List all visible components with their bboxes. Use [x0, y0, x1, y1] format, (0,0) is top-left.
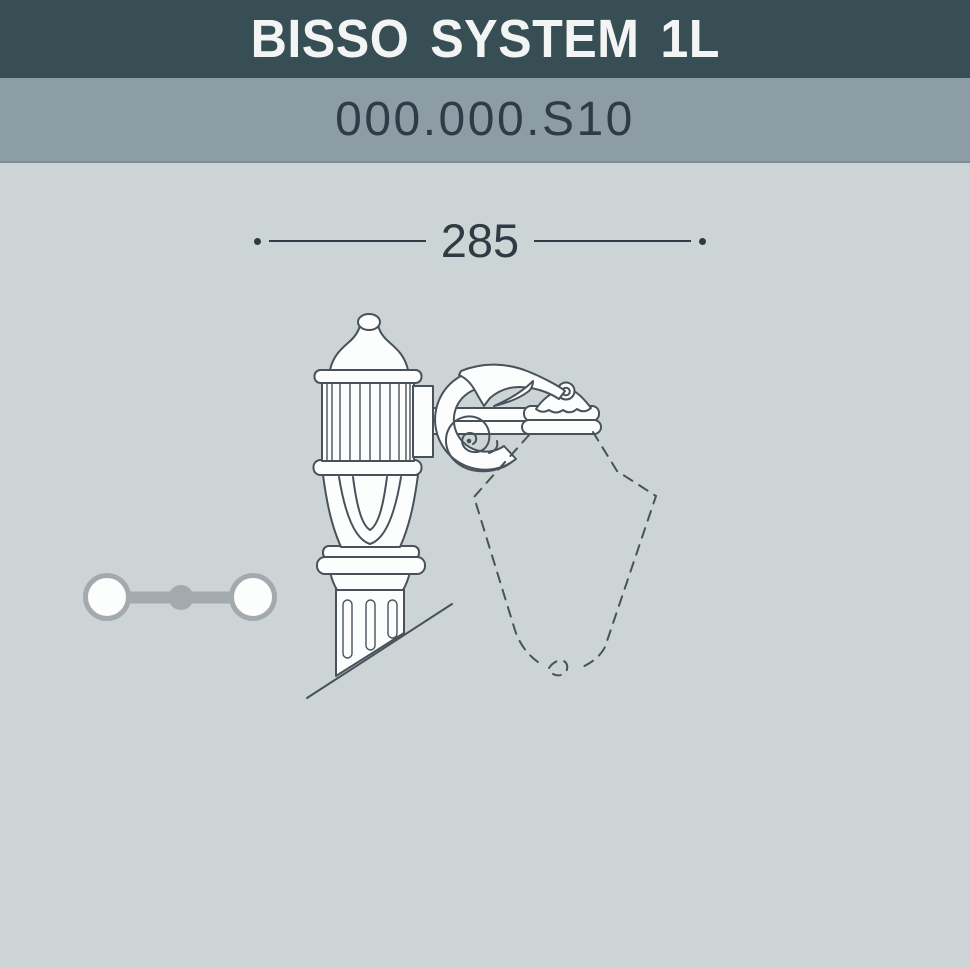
lantern-bottom-finial: [548, 659, 569, 677]
shaft-flute-1: [342, 599, 353, 659]
drawing-area: 285: [0, 163, 970, 967]
shaft-flute-3: [387, 599, 398, 639]
spiral-center-dot: [466, 438, 472, 444]
scroll-spiral: [445, 415, 514, 473]
post-shaft: [335, 588, 405, 677]
icon-center-dot: [168, 585, 194, 610]
cap-finial-ball: [357, 313, 381, 331]
icon-left-circle: [83, 573, 131, 621]
drum-bottom-ring: [312, 459, 423, 476]
dimension-endpoint-left: [254, 237, 261, 245]
collar-bulge: [316, 556, 426, 575]
dimension-line-left: [269, 239, 426, 243]
lantern-right-side: [577, 431, 658, 670]
page-title: BISSO SYSTEM 1L: [250, 9, 720, 69]
cap-ring: [313, 369, 423, 384]
bracket-technical-drawing: [306, 313, 658, 699]
mount-block: [412, 385, 434, 458]
mount-base-bottom: [521, 419, 602, 435]
bell-cap: [329, 324, 409, 371]
tulip-petal-outer: [338, 476, 402, 545]
wall-mount-span-icon: [83, 573, 277, 621]
arm-top-rail: [458, 363, 566, 407]
shaft-flute-2: [365, 599, 376, 651]
tulip-petal-inner: [352, 476, 388, 531]
rail-leaf-dart: [493, 380, 534, 407]
product-code: 000.000.S10: [335, 93, 635, 146]
drum-body: [321, 382, 415, 462]
spiral-leaf-tick: [488, 440, 499, 454]
drum-flutes: [326, 383, 411, 461]
tulip-body: [322, 474, 419, 548]
code-band: 000.000.S10: [0, 78, 970, 163]
dimension-value: 285: [440, 214, 520, 267]
dimension-line-right: [534, 239, 691, 243]
dimension-endpoint-right: [699, 237, 706, 245]
lantern-outline-dashed: [472, 431, 658, 677]
break-line: [306, 603, 453, 699]
bracket-arm-group: [412, 363, 602, 473]
header-band: BISSO SYSTEM 1L: [0, 0, 970, 78]
collar-taper: [329, 571, 411, 591]
post-group: [312, 313, 426, 677]
lantern-left-side: [472, 434, 545, 667]
dimension-annotation: 285: [254, 215, 706, 267]
icon-right-circle: [229, 573, 277, 621]
